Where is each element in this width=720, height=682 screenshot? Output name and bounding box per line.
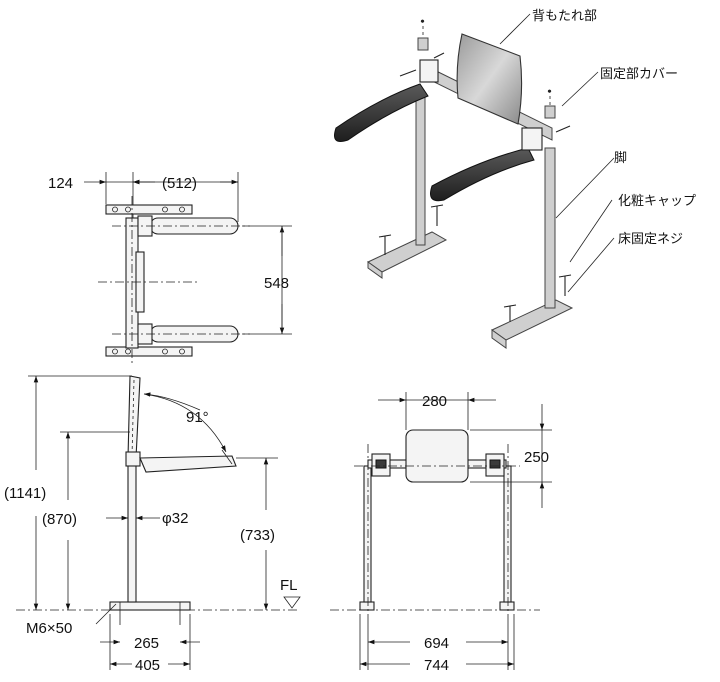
dim-base-outer: 405: [135, 657, 160, 674]
dim-top-offset: 124: [48, 175, 73, 192]
front-view: 280 250 694 744: [330, 392, 552, 674]
isometric-view: * * 背もたれ部 固定部カバー 脚 化粧キャップ 床固定ネジ: [334, 9, 696, 349]
label-leg: 脚: [614, 150, 627, 166]
dim-pipe-dia: φ32: [162, 510, 188, 527]
dim-total-height: (1141): [4, 485, 46, 502]
front-post-left: [363, 465, 372, 603]
svg-text:*: *: [548, 90, 551, 96]
dim-angle: 91°: [186, 409, 209, 426]
leader-floor-screw: [567, 237, 615, 293]
label-backrest: 背もたれ部: [532, 9, 597, 24]
dim-inner-width: 694: [424, 635, 449, 652]
front-backrest: [405, 429, 469, 483]
floor-marker-triangle: [283, 596, 301, 609]
front-post-right: [503, 465, 512, 603]
dim-arm-length: (512): [162, 175, 197, 192]
top-base-lower: [105, 346, 193, 357]
dim-outer-width: 744: [424, 657, 449, 674]
side-post: [127, 459, 137, 603]
far-armrest: [334, 83, 429, 142]
side-base: [109, 601, 191, 611]
dim-back-height-front: 250: [524, 449, 549, 466]
leader-leg: [555, 157, 615, 219]
top-base-upper: [105, 204, 193, 215]
near-base: [491, 299, 574, 341]
label-floor: FL: [280, 577, 298, 594]
leader-cap: [569, 199, 613, 263]
near-armrest: [430, 147, 535, 202]
fixing-cover-far: [417, 37, 429, 51]
svg-text:*: *: [421, 20, 424, 26]
dim-back-height: (870): [42, 511, 77, 528]
label-fixing-cover: 固定部カバー: [600, 67, 678, 82]
side-armrest: [139, 455, 237, 473]
label-screw: M6×50: [26, 620, 72, 637]
near-leg: [544, 147, 556, 309]
top-view: 124 (512) 548: [48, 172, 292, 366]
side-view: 91° (1141) (870) φ32 (733) FL M6×50 265: [4, 375, 301, 674]
dim-back-width: 280: [422, 393, 447, 410]
dim-arm-height: (733): [240, 527, 275, 544]
fixing-screws: [399, 52, 571, 133]
far-base: [367, 231, 448, 273]
fixing-cover-near: [544, 105, 556, 119]
leader-backrest: [499, 13, 531, 45]
dim-base-inner: 265: [134, 635, 159, 652]
backrest-panel: [456, 33, 523, 125]
dim-top-width: 548: [264, 275, 289, 292]
far-leg: [415, 94, 426, 246]
leader-fixing-cover: [561, 71, 599, 107]
label-cap: 化粧キャップ: [618, 194, 696, 209]
label-floor-screw: 床固定ネジ: [618, 232, 683, 247]
floor-screws: [378, 204, 572, 322]
